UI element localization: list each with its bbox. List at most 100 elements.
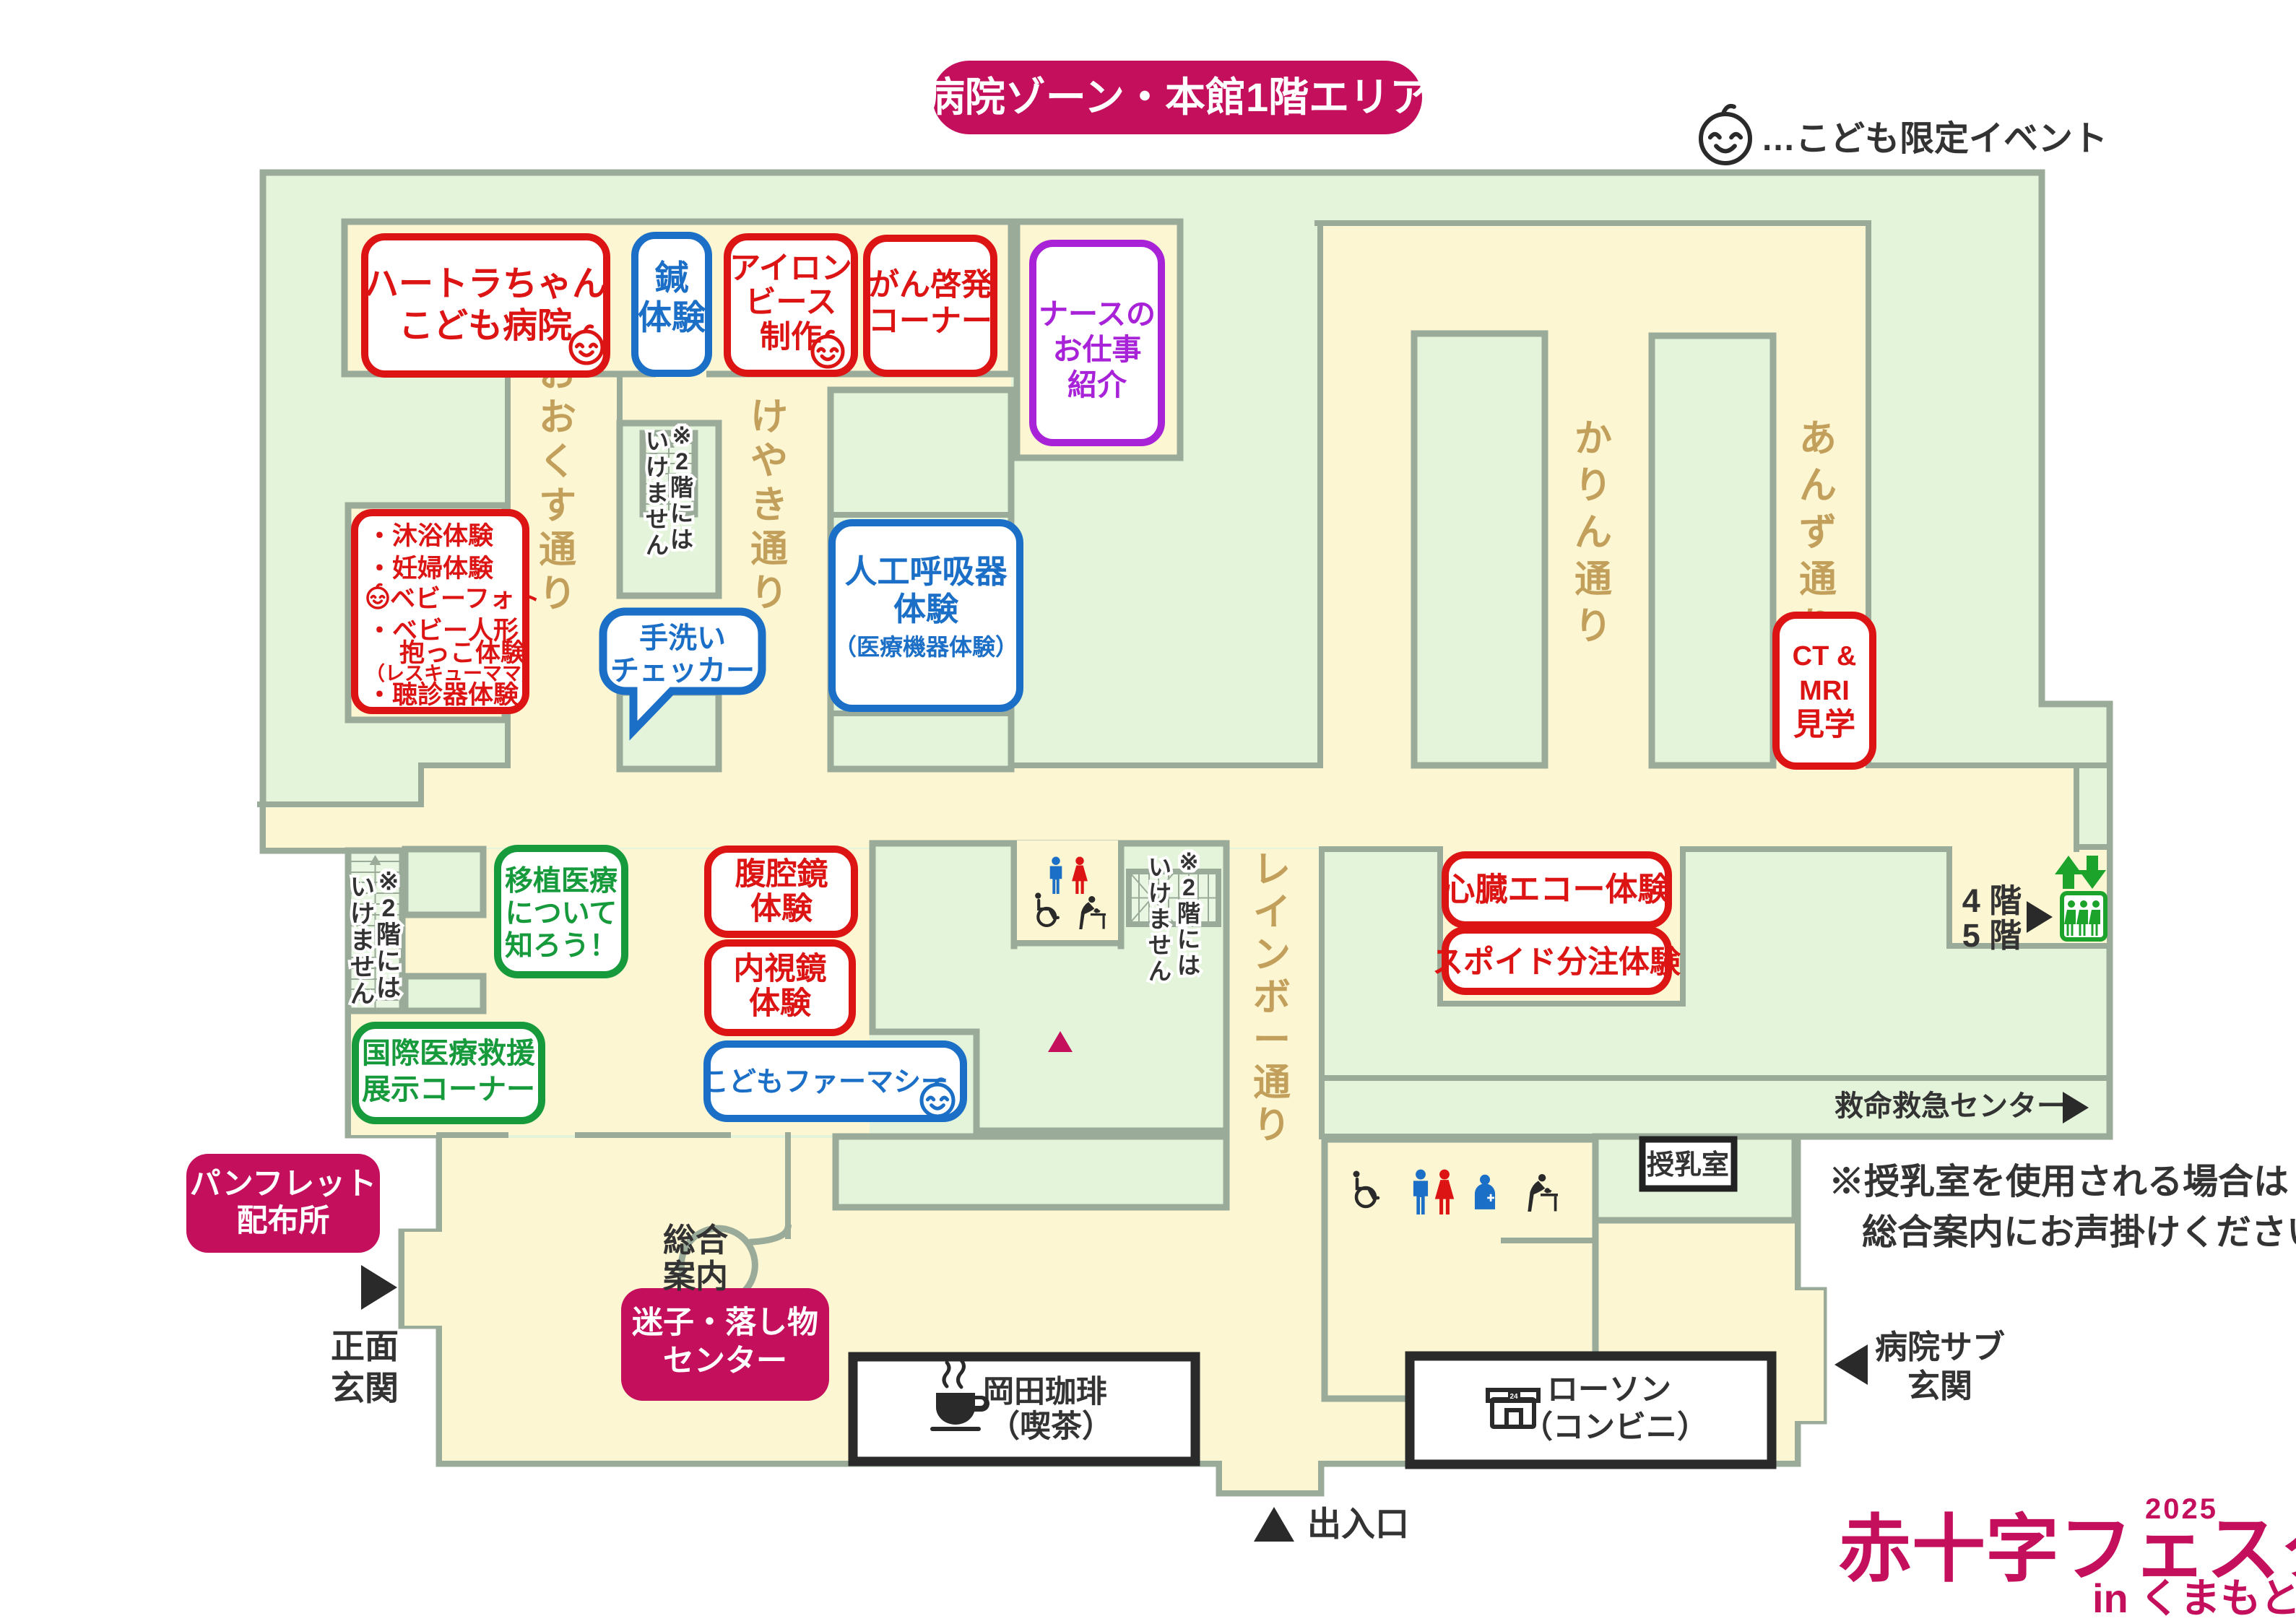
svg-text:鍼: 鍼: [655, 258, 689, 297]
svg-text:体験: 体験: [893, 591, 959, 627]
svg-text:せ: せ: [350, 954, 375, 981]
svg-text:案内: 案内: [663, 1258, 728, 1295]
svg-text:※: ※: [378, 868, 399, 895]
svg-text:2: 2: [382, 895, 396, 922]
svg-text:あ: あ: [1799, 418, 1837, 460]
svg-text:ま: ま: [646, 480, 669, 506]
svg-text:い: い: [1148, 854, 1171, 880]
svg-text:け: け: [646, 454, 669, 480]
svg-text:病院ゾーン・本館1階エリア: 病院ゾーン・本館1階エリア: [924, 74, 1430, 120]
svg-text:※: ※: [1179, 848, 1199, 874]
svg-text:せ: せ: [1148, 932, 1171, 958]
svg-text:い: い: [1148, 854, 1171, 880]
svg-text:・聴診器体験: ・聴診器体験: [367, 681, 519, 709]
svg-text:ん: ん: [1148, 958, 1171, 984]
svg-text:（喫茶）: （喫茶）: [989, 1409, 1113, 1444]
svg-text:人工呼吸器: 人工呼吸器: [844, 553, 1008, 590]
svg-text:ン: ン: [1253, 934, 1291, 976]
svg-text:ボ: ボ: [1253, 977, 1291, 1019]
svg-text:紹介: 紹介: [1067, 368, 1127, 401]
svg-text:階: 階: [376, 921, 401, 949]
svg-text:内視鏡: 内視鏡: [734, 952, 827, 986]
svg-text:通: 通: [750, 529, 788, 570]
svg-text:く: く: [539, 441, 576, 483]
svg-text:※: ※: [378, 868, 399, 895]
svg-text:（レスキューママ）: （レスキューママ）: [365, 663, 541, 685]
svg-text:い: い: [646, 428, 669, 454]
svg-text:国際医療救援: 国際医療救援: [362, 1038, 536, 1069]
svg-text:り: り: [1574, 465, 1612, 507]
svg-text:せ: せ: [646, 506, 669, 532]
svg-text:迷子・落し物: 迷子・落し物: [632, 1305, 818, 1340]
svg-text:は: は: [376, 975, 401, 1002]
svg-text:見学: 見学: [1793, 708, 1855, 742]
svg-text:パンフレット: パンフレット: [190, 1167, 377, 1201]
svg-text:配布所: 配布所: [237, 1204, 330, 1238]
svg-text:階: 階: [670, 474, 693, 500]
svg-text:は: は: [670, 526, 693, 552]
svg-text:す: す: [539, 485, 576, 527]
svg-text:赤十字フェスタ: 赤十字フェスタ: [1838, 1508, 2296, 1591]
svg-text:2: 2: [382, 895, 396, 922]
svg-text:手洗い: 手洗い: [639, 622, 726, 654]
svg-text:出入口: 出入口: [1307, 1505, 1409, 1543]
svg-text:せ: せ: [350, 954, 375, 981]
svg-text:（コンビニ）: （コンビニ）: [1522, 1410, 1708, 1445]
svg-text:階: 階: [376, 921, 401, 949]
svg-text:通: 通: [539, 529, 576, 571]
svg-text:階: 階: [670, 474, 693, 500]
svg-text:正面: 正面: [331, 1327, 399, 1365]
svg-text:※: ※: [672, 422, 692, 448]
svg-text:授乳室: 授乳室: [1647, 1150, 1729, 1181]
svg-text:アイロン: アイロン: [729, 251, 852, 286]
svg-text:がん啓発: がん啓発: [868, 268, 993, 303]
svg-text:スポイド分注体験: スポイド分注体験: [1432, 945, 1681, 980]
svg-text:救命救急センター: 救命救急センター: [1834, 1090, 2066, 1122]
svg-text:ビース: ビース: [745, 285, 837, 320]
svg-text:体験: 体験: [638, 298, 706, 336]
svg-text:2: 2: [675, 448, 688, 474]
svg-text:り: り: [1574, 606, 1612, 648]
svg-text:や: や: [750, 440, 788, 482]
svg-text:り: り: [1253, 1105, 1291, 1147]
svg-text:（医療機器体験）: （医療機器体験）: [833, 634, 1018, 660]
svg-text:ー: ー: [1253, 1020, 1291, 1061]
svg-text:き: き: [750, 484, 788, 526]
svg-text:ま: ま: [350, 927, 375, 955]
svg-text:ん: ん: [350, 981, 375, 1008]
svg-text:心臓エコー体験: 心臓エコー体験: [1442, 871, 1671, 908]
svg-text:・妊婦体験: ・妊婦体験: [367, 555, 494, 583]
svg-text:センター: センター: [663, 1344, 787, 1378]
svg-text:ま: ま: [350, 927, 375, 955]
svg-text:通: 通: [1799, 559, 1837, 601]
svg-text:は: は: [376, 975, 401, 1002]
svg-text:け: け: [1148, 880, 1171, 906]
svg-text:知ろう！: 知ろう！: [505, 931, 618, 962]
svg-text:※: ※: [1179, 848, 1199, 874]
svg-text:け: け: [350, 900, 375, 928]
svg-text:腹腔鏡: 腹腔鏡: [735, 857, 828, 892]
svg-text:い: い: [350, 874, 375, 901]
svg-text:に: に: [670, 500, 693, 526]
svg-text:ハートラちゃん: ハートラちゃん: [364, 265, 607, 303]
svg-text:ん: ん: [1574, 512, 1612, 554]
svg-text:ん: ん: [1148, 958, 1171, 984]
svg-text:ま: ま: [1148, 906, 1171, 932]
svg-text:せ: せ: [646, 506, 669, 532]
svg-text:に: に: [1177, 926, 1200, 952]
svg-text:2025: 2025: [2145, 1493, 2218, 1525]
svg-text:階: 階: [1177, 900, 1200, 926]
svg-text:総合案内にお声掛けください: 総合案内にお声掛けください: [1862, 1213, 2296, 1252]
svg-text:24: 24: [1509, 1393, 1518, 1401]
svg-text:について: について: [506, 898, 618, 929]
svg-text:岡田珈琲: 岡田珈琲: [983, 1375, 1107, 1409]
svg-text:ん: ん: [1799, 465, 1837, 507]
svg-text:2: 2: [1182, 874, 1195, 900]
svg-text:せ: せ: [1148, 932, 1171, 958]
svg-text:り: り: [539, 573, 576, 615]
svg-text:ローソン: ローソン: [1547, 1373, 1671, 1407]
svg-text:in くまもと: in くまもと: [2092, 1576, 2296, 1621]
svg-text:ま: ま: [646, 480, 669, 506]
svg-text:2: 2: [1182, 874, 1195, 900]
svg-text:け: け: [646, 454, 669, 480]
